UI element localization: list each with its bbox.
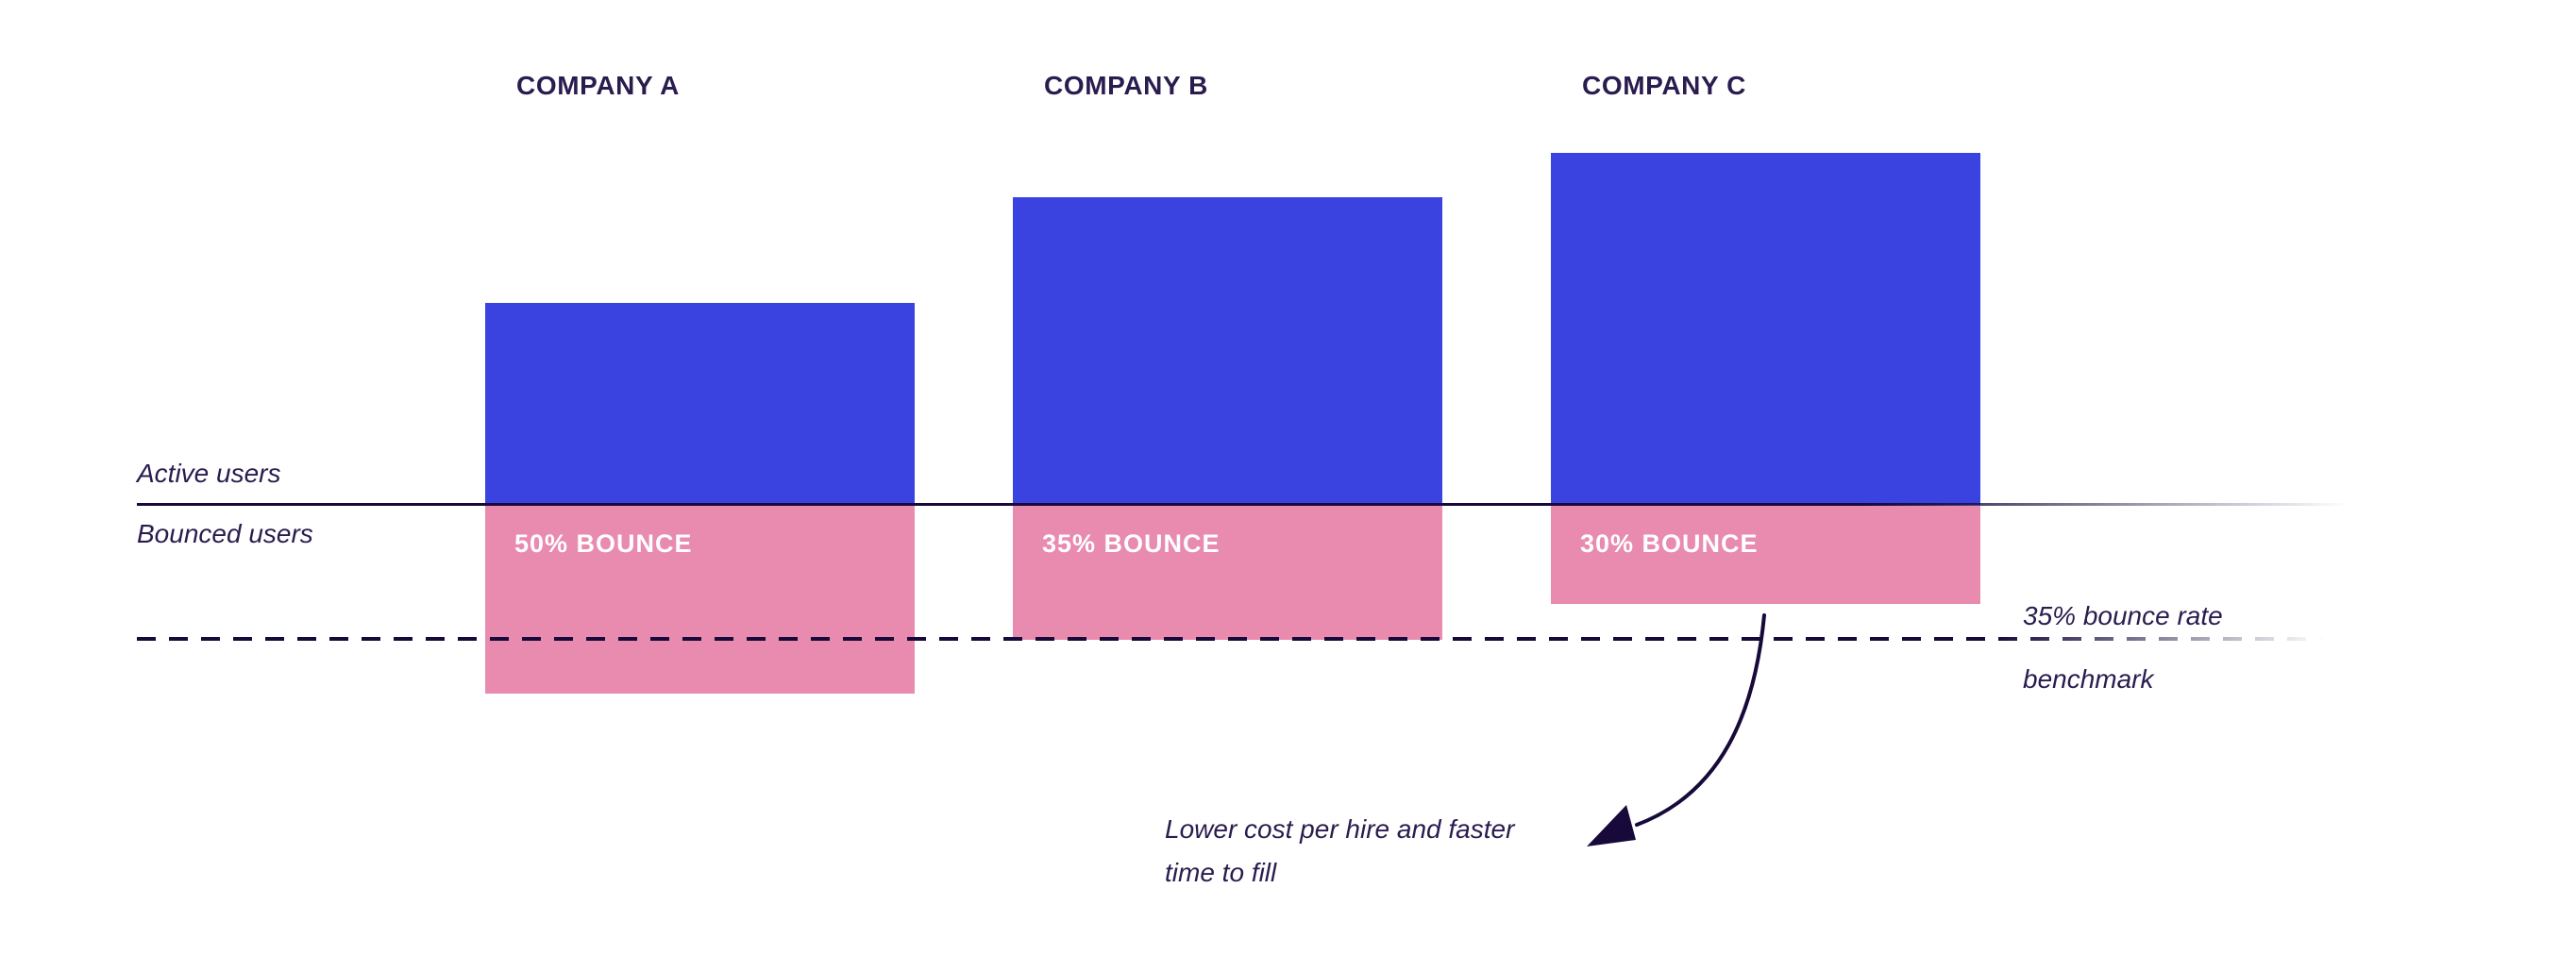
- company-title: COMPANY B: [1044, 71, 1208, 100]
- active-users-axis-label: Active users: [137, 459, 281, 488]
- benchmark-label-line1: 35% bounce rate: [2023, 601, 2223, 630]
- active-users-bar: [1551, 153, 1980, 505]
- company-title: COMPANY C: [1582, 71, 1746, 100]
- bounced-users-bar: [1013, 506, 1442, 640]
- curved-arrow-shaft: [1635, 613, 1766, 827]
- active-users-bar: [485, 303, 915, 505]
- bounced-users-bar: [1551, 506, 1980, 604]
- annotation-text-line1: Lower cost per hire and faster: [1165, 814, 1515, 844]
- annotation-text-line2: time to fill: [1165, 858, 1277, 887]
- benchmark-label-line2: benchmark: [2023, 664, 2154, 694]
- curved-arrow: [1587, 613, 1766, 846]
- curved-arrow-head: [1587, 805, 1636, 846]
- active-users-bar: [1013, 197, 1442, 505]
- benchmark-dashed-line: [137, 637, 2347, 641]
- bounce-percentage-label: 50% BOUNCE: [514, 529, 693, 558]
- bounce-percentage-label: 35% BOUNCE: [1042, 529, 1221, 558]
- company-title: COMPANY A: [516, 71, 680, 100]
- active-bounced-divider-line: [137, 503, 2349, 506]
- bounced-users-bar: [485, 506, 915, 694]
- bounced-users-axis-label: Bounced users: [137, 519, 313, 548]
- bounce-percentage-label: 30% BOUNCE: [1580, 529, 1759, 558]
